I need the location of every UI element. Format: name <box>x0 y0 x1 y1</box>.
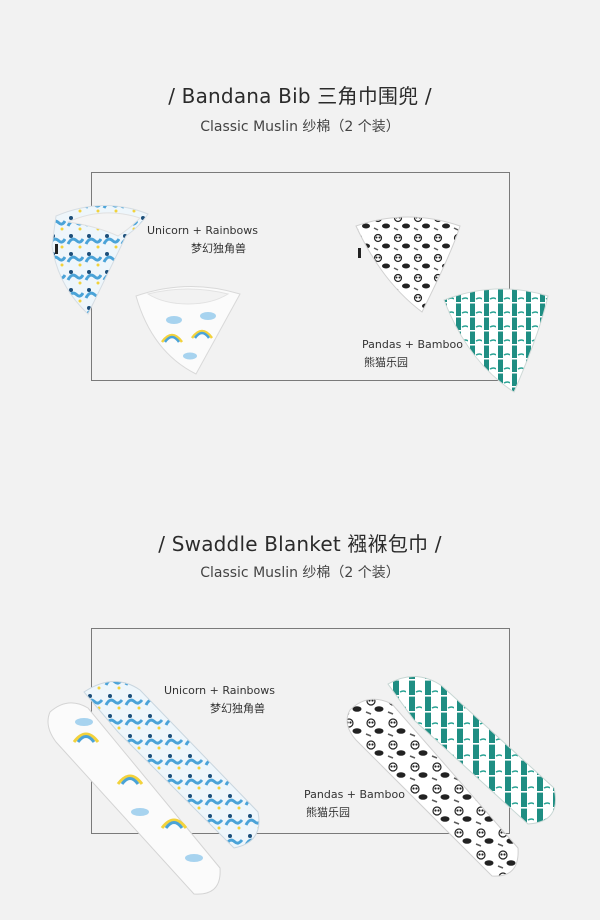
unicorn-swaddle-image <box>47 681 260 895</box>
bib-section-title: / Bandana Bib 三角巾围兜 / <box>168 84 432 108</box>
bib-panda-label-cn: 熊猫乐园 <box>364 356 408 369</box>
rainbow-bib-image <box>135 285 241 375</box>
swaddle-unicorn-label-en: Unicorn + Rainbows <box>164 684 275 697</box>
swaddle-unicorn-label-cn: 梦幻独角兽 <box>210 702 265 715</box>
panda-bib-image <box>355 216 461 313</box>
bib-panda-label-en: Pandas + Bamboo <box>362 338 463 351</box>
bib-section-subtitle: Classic Muslin 纱棉（2 个装） <box>200 119 400 135</box>
swaddle-panda-label-en: Pandas + Bamboo <box>304 788 405 801</box>
bib-unicorn-label: Unicorn + Rainbows 梦幻独角兽 <box>147 222 258 258</box>
swaddle-panda-label: Pandas + Bamboo 熊猫乐园 <box>304 786 405 822</box>
panda-swaddle-image <box>346 676 556 877</box>
bib-panda-label: Pandas + Bamboo 熊猫乐园 <box>362 336 463 372</box>
swaddle-unicorn-label: Unicorn + Rainbows 梦幻独角兽 <box>164 682 275 718</box>
bib-unicorn-label-cn: 梦幻独角兽 <box>191 242 246 255</box>
swaddle-panda-label-cn: 熊猫乐园 <box>306 806 350 819</box>
bib-unicorn-label-en: Unicorn + Rainbows <box>147 224 258 237</box>
swaddle-section-subtitle: Classic Muslin 纱棉（2 个装） <box>200 565 400 581</box>
bamboo-bib-image <box>443 288 549 393</box>
swaddle-section-title: / Swaddle Blanket 襁褓包巾 / <box>158 532 442 556</box>
unicorn-bib-image <box>51 205 149 315</box>
